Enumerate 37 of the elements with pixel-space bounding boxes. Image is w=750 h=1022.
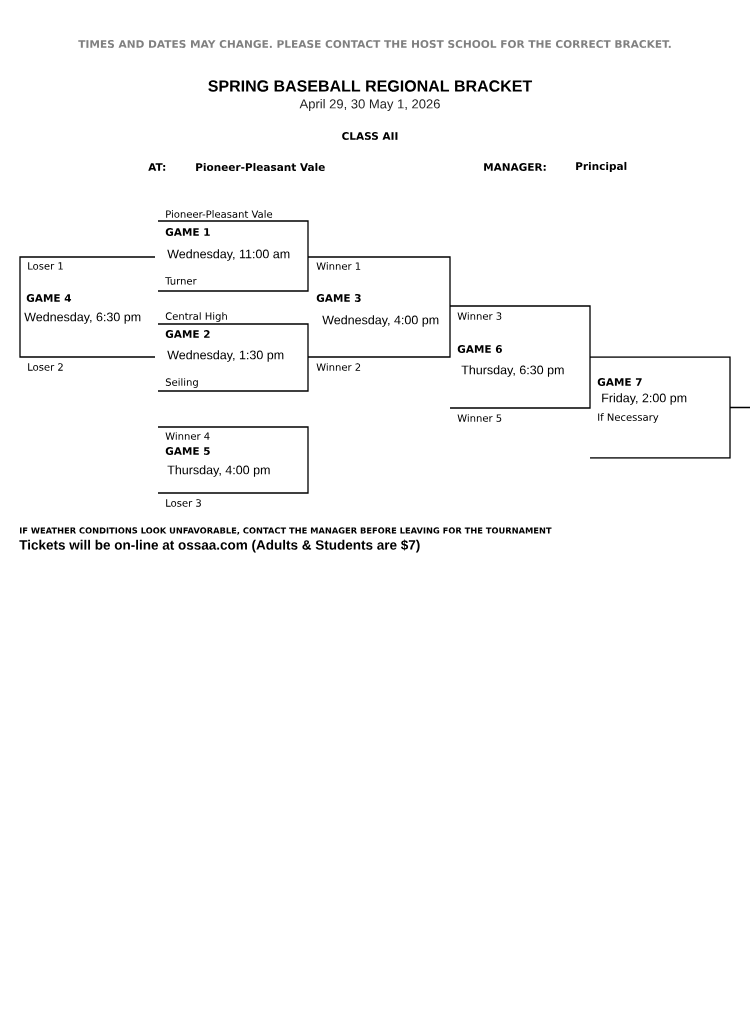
game-title: GAME 3 [316,294,361,302]
game-title: GAME 7 [597,378,642,386]
game-title: GAME 6 [457,345,502,353]
date-text: April 29, 30 May 1, 2026 [299,98,440,112]
slot-label: Turner [165,277,197,285]
slot-label: Winner 2 [316,363,361,371]
manager-name: Principal [576,161,627,173]
field-label: AT: [148,163,166,171]
site-name: Pioneer-Pleasant Vale [196,162,325,172]
slot-label: Loser 3 [166,499,201,507]
slot-label: Winner 4 [165,432,210,440]
game-title: GAME 5 [165,447,210,455]
game-time: Thursday, 4:00 pm [167,465,270,477]
game-time: Wednesday, 6:30 pm [24,312,141,324]
game-time: Thursday, 6:30 pm [461,365,564,377]
game-time: Wednesday, 1:30 pm [167,350,284,362]
slot-label: Loser 1 [28,262,63,270]
notice-text: TIMES AND DATES MAY CHANGE. PLEASE CONTACT THE HOST SCHOOL FOR THE CORRECT BRACKET. [78,40,671,48]
class-text: CLASS AII [342,132,398,140]
game-time: Wednesday, 11:00 am [167,249,290,261]
field-label: MANAGER: [484,163,546,171]
game-time: Wednesday, 4:00 pm [322,315,439,327]
slot-label: Central High [165,312,227,322]
slot-label: Seiling [165,378,198,388]
slot-label: Winner 1 [316,262,361,270]
ticket-note: Tickets will be on-line at ossaa.com (Adults & Students are $7) [19,539,420,553]
game-time: Friday, 2:00 pm [602,393,687,405]
slot-label: If Necessary [598,413,659,423]
title: SPRING BASEBALL REGIONAL BRACKET [208,80,533,92]
weather-note: IF WEATHER CONDITIONS LOOK UNFAVORABLE, CONTACT THE MANAGER BEFORE LEAVING FOR THE TOURNAMENT [19,527,552,535]
game-title: GAME 2 [165,330,210,338]
slot-label: Loser 2 [28,363,63,371]
game-title: GAME 1 [165,228,210,236]
slot-label: Pioneer-Pleasant Vale [166,210,273,218]
game-title: GAME 4 [26,294,72,302]
slot-label: Winner 3 [457,312,502,320]
slot-label: Winner 5 [457,414,502,422]
